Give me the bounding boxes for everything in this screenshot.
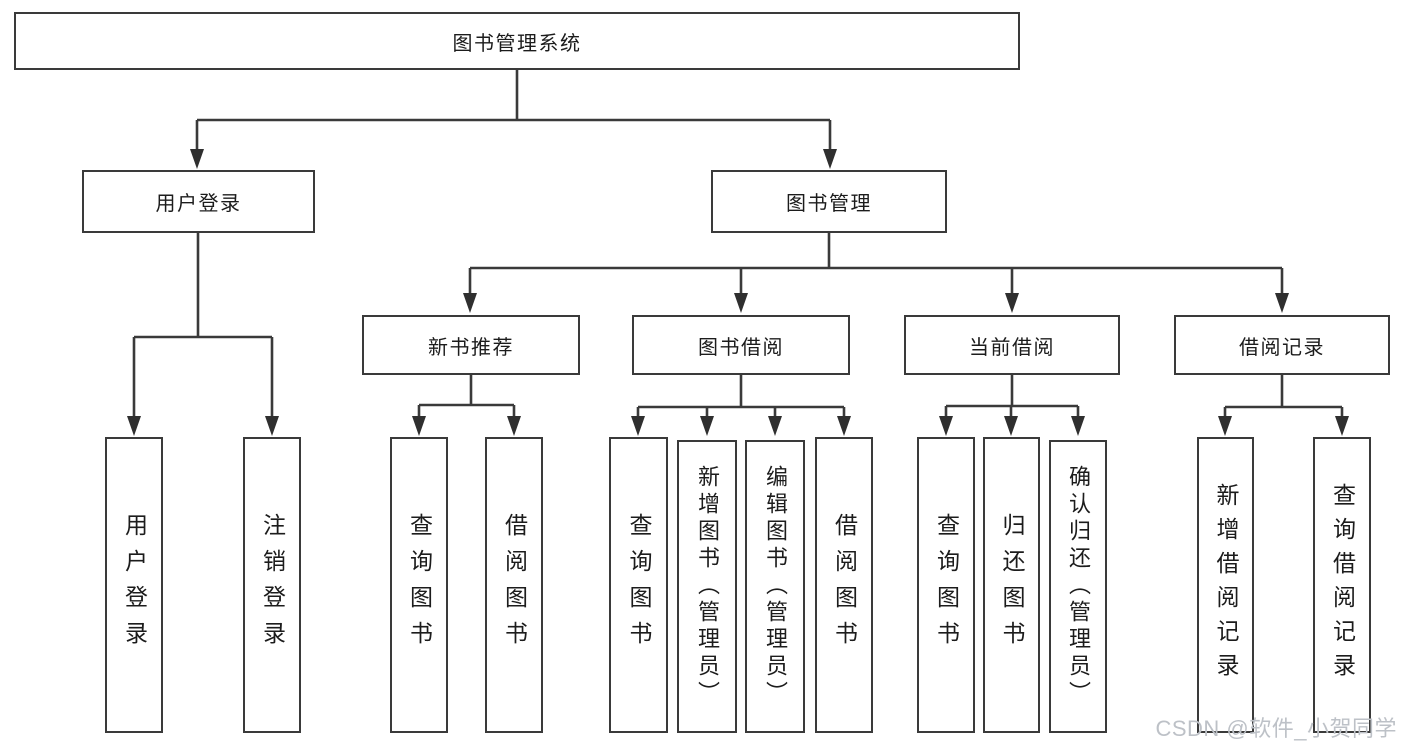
node-label: 图书借阅 (698, 336, 784, 359)
leaf-label: 借阅图书 (831, 513, 858, 657)
leaf-label: 归还图书 (999, 513, 1025, 657)
node-label: 图书管理系统 (452, 32, 582, 55)
node-user-login: 用户登录 (82, 170, 315, 233)
leaf-query-books-current: 查询图书 (917, 437, 975, 733)
leaf-label: 注销登录 (259, 513, 286, 657)
node-book-borrowing: 图书借阅 (632, 315, 850, 375)
node-library-management-system: 图书管理系统 (14, 12, 1020, 70)
node-label: 当前借阅 (969, 336, 1055, 359)
leaf-label: 新增图书（管理员） (695, 465, 720, 708)
leaf-query-books-borrowing: 查询图书 (609, 437, 668, 733)
leaf-label: 用户登录 (121, 513, 148, 657)
leaf-label: 查询图书 (406, 513, 433, 657)
leaf-return-books: 归还图书 (983, 437, 1040, 733)
leaf-label: 新增借阅记录 (1213, 483, 1239, 687)
leaf-label: 查询图书 (933, 513, 960, 657)
leaf-add-borrow-record: 新增借阅记录 (1197, 437, 1254, 733)
node-label: 借阅记录 (1239, 336, 1325, 359)
leaf-label: 查询借阅记录 (1329, 483, 1356, 687)
watermark: CSDN @软件_小贺同学 (1155, 716, 1397, 741)
node-new-book-recommend: 新书推荐 (362, 315, 580, 375)
leaf-edit-books-admin: 编辑图书（管理员） (745, 440, 805, 733)
node-label: 用户登录 (155, 193, 242, 215)
node-borrow-records: 借阅记录 (1174, 315, 1390, 375)
leaf-confirm-return-admin: 确认归还（管理员） (1049, 440, 1107, 733)
node-label: 新书推荐 (428, 336, 514, 359)
leaf-borrow-books-recommend: 借阅图书 (485, 437, 543, 733)
node-book-management: 图书管理 (711, 170, 947, 233)
leaf-add-books-admin: 新增图书（管理员） (677, 440, 737, 733)
leaf-label: 编辑图书（管理员） (763, 465, 788, 708)
node-current-borrowing: 当前借阅 (904, 315, 1120, 375)
leaf-label: 借阅图书 (501, 513, 528, 657)
node-label: 图书管理 (786, 193, 872, 215)
leaf-borrow-books-borrowing: 借阅图书 (815, 437, 873, 733)
leaf-user-login: 用户登录 (105, 437, 163, 733)
leaf-label: 确认归还（管理员） (1066, 465, 1091, 708)
leaf-label: 查询图书 (626, 513, 652, 657)
leaf-query-borrow-record: 查询借阅记录 (1313, 437, 1371, 733)
leaf-logout: 注销登录 (243, 437, 301, 733)
leaf-query-books-recommend: 查询图书 (390, 437, 448, 733)
